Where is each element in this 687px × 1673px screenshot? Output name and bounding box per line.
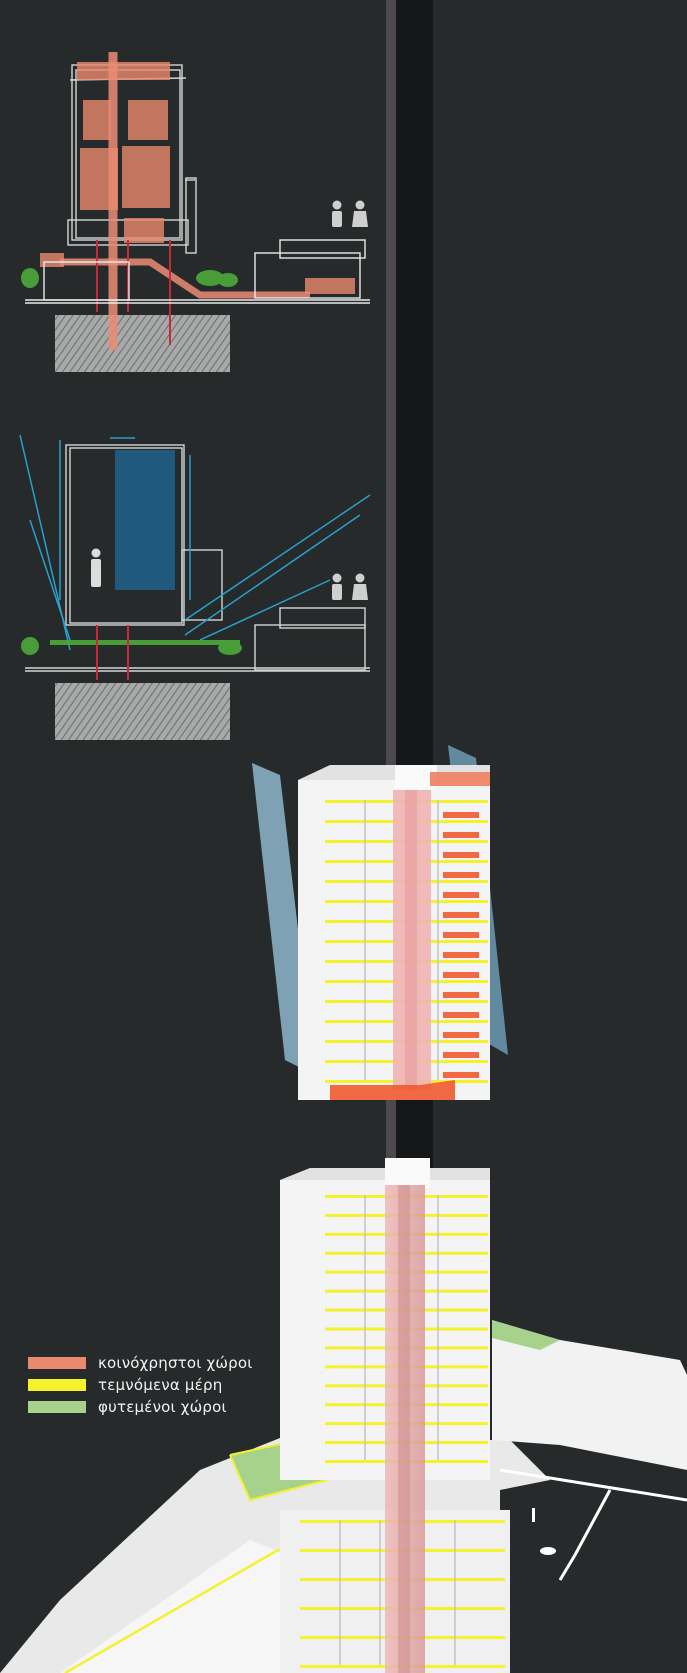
massing-section-sketch: [21, 52, 370, 372]
shared-floor-zone: [443, 932, 479, 938]
shared-floor-zone: [443, 832, 479, 838]
glass-facade: [115, 450, 175, 590]
legend-label-planted: φυτεμένοι χώροι: [98, 1397, 227, 1416]
human-figures: [332, 200, 368, 227]
shared-floor-zone: [443, 892, 479, 898]
legend: κοινόχρηστοι χώροι τεμνόμενα μέρη φυτεμέ…: [28, 1353, 253, 1416]
foundation-hatch: [55, 315, 230, 372]
shared-floor-zone: [443, 952, 479, 958]
cutaway-tower-upper: [252, 745, 508, 1100]
cutaway-tower-lower: [0, 1158, 687, 1673]
foundation-hatch: [55, 683, 230, 740]
shared-floor-zone: [443, 912, 479, 918]
legend-item-planted: φυτεμένοι χώροι: [28, 1397, 253, 1416]
legend-swatch-planted: [28, 1400, 86, 1413]
landscape-wing: [492, 1320, 687, 1470]
human-figures: [332, 573, 368, 600]
human-figure-inside: [91, 548, 101, 587]
shared-floor-zone: [443, 1072, 479, 1078]
legend-label-cut: τεμνόμενα μέρη: [98, 1375, 223, 1394]
legend-swatch-shared: [28, 1356, 86, 1369]
shared-floor-zone: [443, 812, 479, 818]
shared-floor-zone: [443, 852, 479, 858]
shared-floor-zone: [443, 872, 479, 878]
shared-program-blocks: [40, 62, 355, 294]
legend-label-shared: κοινόχρηστοι χώροι: [98, 1353, 253, 1372]
legend-swatch-cut: [28, 1378, 86, 1391]
legend-item-shared: κοινόχρηστοι χώροι: [28, 1353, 253, 1372]
shared-floor-zone: [443, 1012, 479, 1018]
shared-floor-zone: [443, 1032, 479, 1038]
shared-floor-zone: [443, 972, 479, 978]
light-section-sketch: [19, 434, 371, 740]
shared-floor-zone: [443, 992, 479, 998]
greenery: [21, 268, 238, 288]
legend-item-cut: τεμνόμενα μέρη: [28, 1375, 253, 1394]
shared-floor-zone: [443, 1052, 479, 1058]
